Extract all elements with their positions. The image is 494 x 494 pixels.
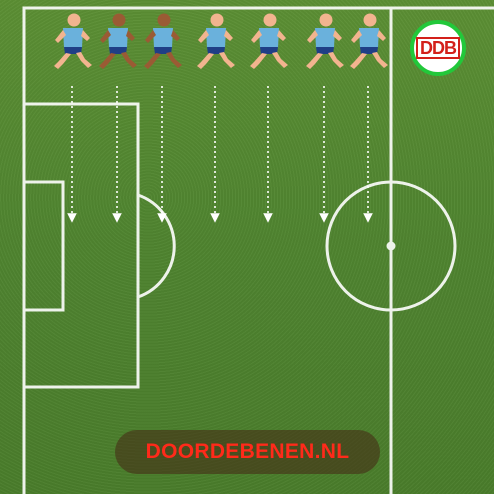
goal-area	[22, 180, 65, 312]
running-player-icon	[144, 13, 182, 69]
pitch-lines	[22, 6, 494, 494]
running-player-icon	[250, 13, 288, 69]
penalty-arc	[137, 193, 176, 299]
center-circle	[325, 180, 457, 312]
banner-text: DOORDEBENEN.NL	[145, 440, 350, 463]
touchline-boundary	[22, 6, 494, 494]
running-player-icon	[306, 13, 344, 69]
run-arrows	[67, 86, 373, 223]
players-group	[54, 13, 388, 69]
running-player-icon	[350, 13, 388, 69]
running-player-icon	[99, 13, 137, 69]
center-spot	[386, 241, 396, 251]
running-player-icon	[54, 13, 92, 69]
brand-logo: DDB	[410, 20, 466, 76]
website-banner: DOORDEBENEN.NL	[115, 430, 380, 474]
penalty-area	[22, 102, 140, 389]
running-player-icon	[197, 13, 235, 69]
logo-text: DDB	[416, 37, 460, 59]
